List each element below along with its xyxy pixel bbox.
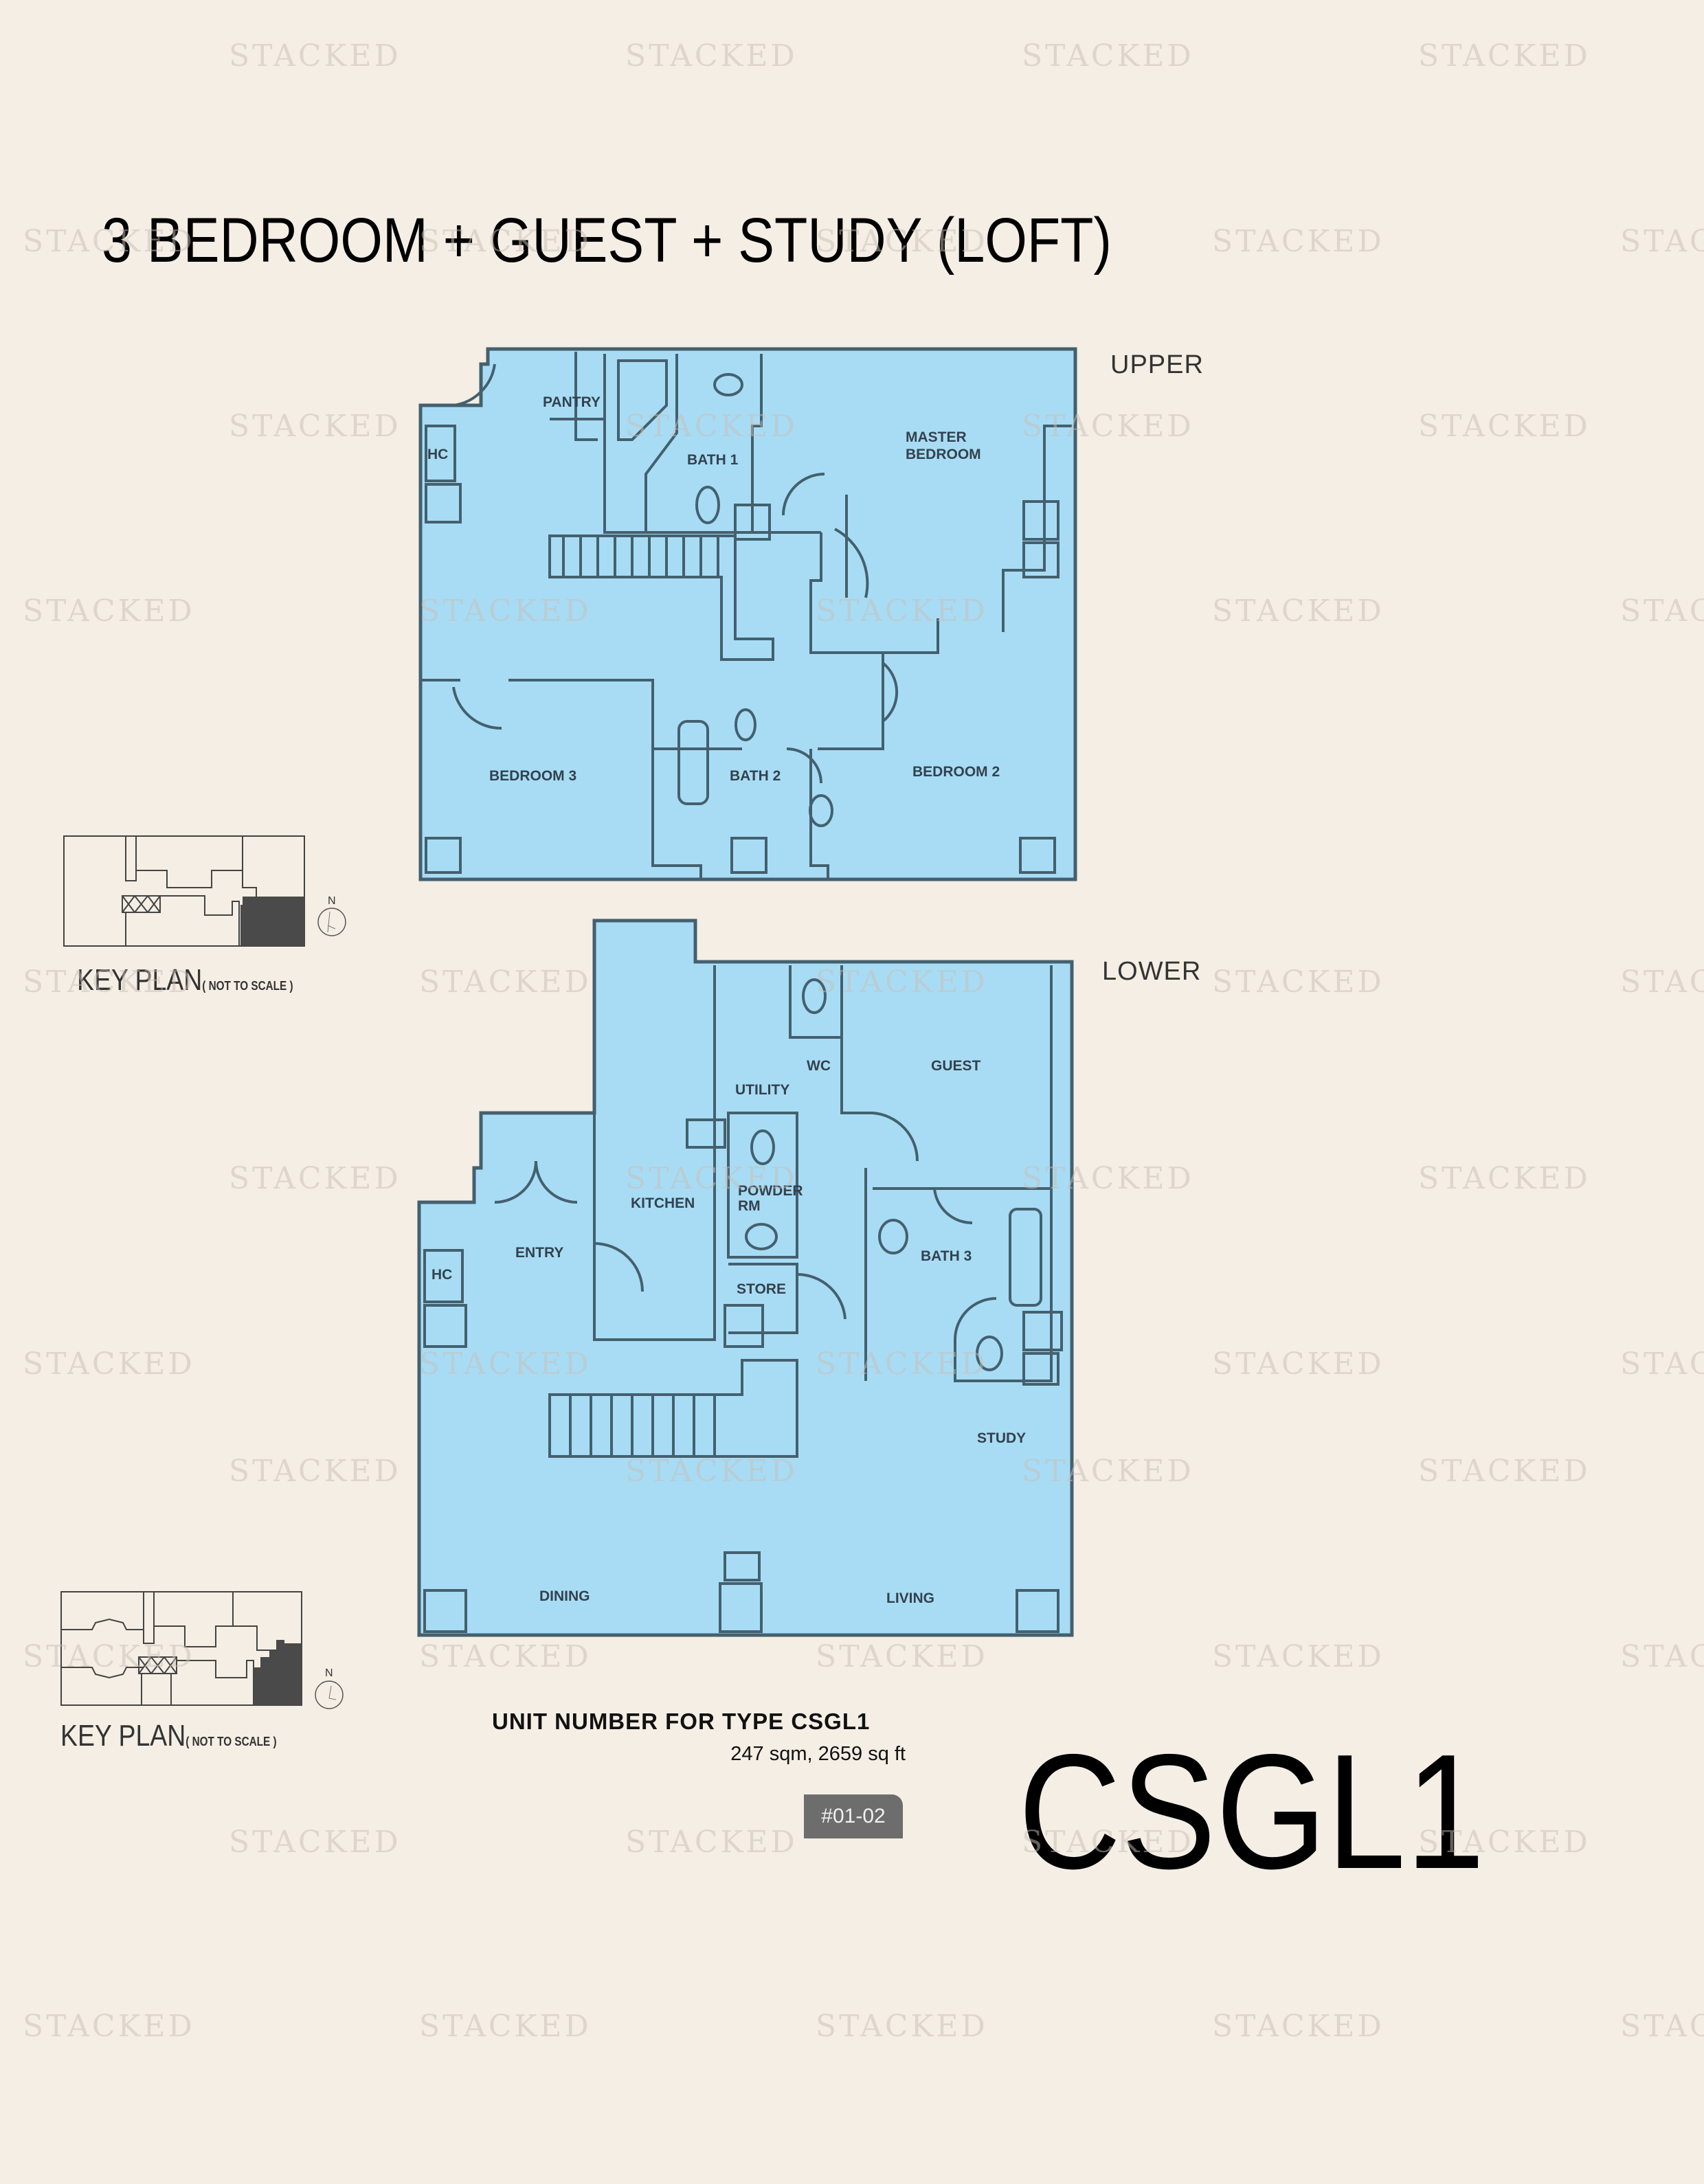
watermark-text: STACKED <box>1418 409 1591 444</box>
watermark-text: STACKED <box>229 1825 401 1860</box>
key-plan-caption: KEY PLAN( NOT TO SCALE ) <box>60 1719 277 1753</box>
watermark-text: STACKED <box>1418 1161 1591 1196</box>
watermark-text: STACKED <box>23 1347 195 1382</box>
key-plan-diagram: N <box>60 1591 344 1709</box>
watermark-text: STACKED <box>1620 224 1704 259</box>
watermark-text: STACKED <box>1212 1639 1384 1674</box>
room-label-hc-lower: HC <box>431 1267 452 1283</box>
page-title: 3 BEDROOM + GUEST + STUDY (LOFT) <box>102 205 1112 275</box>
room-label-bath3: BATH 3 <box>921 1248 972 1264</box>
north-arrow-icon <box>317 908 346 936</box>
key-plan-title: KEY PLAN <box>77 963 203 997</box>
watermark-text: STACKED <box>1620 2009 1704 2044</box>
room-label-store: STORE <box>737 1281 786 1297</box>
unit-type-code: CSGL1 <box>1018 1721 1486 1903</box>
room-label-pantry: PANTRY <box>543 394 601 410</box>
unit-area: 247 sqm, 2659 sq ft <box>730 1743 906 1765</box>
watermark-text: STACKED <box>1418 1454 1591 1489</box>
key-plan-note: ( NOT TO SCALE ) <box>186 1735 277 1748</box>
watermark-text: STACKED <box>1212 2009 1384 2044</box>
key-plan-caption: KEY PLAN( NOT TO SCALE ) <box>77 963 293 998</box>
key-plan-diagram: N <box>63 835 346 947</box>
room-label-bedroom3: BEDROOM 3 <box>489 768 576 784</box>
north-arrow-icon <box>315 1680 344 1709</box>
watermark-text: STACKED <box>625 38 798 74</box>
watermark-text: STACKED <box>1212 1347 1384 1382</box>
watermark-text: STACKED <box>1620 965 1704 1000</box>
watermark-text: STACKED <box>229 38 401 74</box>
watermark-text: STACKED <box>1620 594 1704 629</box>
lower-floor-label: LOWER <box>1102 957 1202 986</box>
watermark-text: STACKED <box>23 594 195 629</box>
watermark-text: STACKED <box>1620 1347 1704 1382</box>
key-plan-title: KEY PLAN <box>60 1719 186 1753</box>
room-label-master-line2: BEDROOM <box>906 447 981 462</box>
watermark-text: STACKED <box>23 2009 195 2044</box>
watermark-text: STACKED <box>1212 965 1384 1000</box>
room-label-bedroom2: BEDROOM 2 <box>912 764 1000 780</box>
room-label-kitchen: KITCHEN <box>631 1195 695 1211</box>
room-label-powder-line1: POWDER <box>738 1183 803 1199</box>
upper-floor-label: UPPER <box>1110 350 1204 379</box>
north-label: N <box>325 1667 333 1679</box>
room-label-dining: DINING <box>539 1588 590 1604</box>
watermark-text: STACKED <box>229 1161 401 1196</box>
watermark-text: STACKED <box>816 2009 988 2044</box>
watermark-text: STACKED <box>229 409 401 444</box>
watermark-text: STACKED <box>1620 1639 1704 1674</box>
room-label-master-line1: MASTER <box>906 429 967 445</box>
north-label: N <box>328 895 336 907</box>
lower-floor-plan: WC UTILITY GUEST KITCHEN POWDER RM ENTRY… <box>417 919 1074 1637</box>
room-label-bath1: BATH 1 <box>687 452 739 468</box>
key-plan-note: ( NOT TO SCALE ) <box>202 979 293 993</box>
watermark-text: STACKED <box>1212 594 1384 629</box>
room-label-study: STUDY <box>977 1430 1026 1446</box>
room-label-bath2: BATH 2 <box>730 768 781 784</box>
key-plan-upper: N KEY PLAN( NOT TO SCALE ) <box>60 833 363 998</box>
room-label-hc-upper: HC <box>427 447 448 462</box>
room-label-powder-line2: RM <box>738 1198 761 1214</box>
watermark-text: STACKED <box>1212 224 1384 259</box>
watermark-text: STACKED <box>1022 38 1194 74</box>
watermark-text: STACKED <box>229 1454 401 1489</box>
room-label-living: LIVING <box>886 1590 934 1606</box>
room-label-wc: WC <box>807 1058 831 1074</box>
unit-number-badge: #01-02 <box>804 1794 903 1838</box>
room-label-entry: ENTRY <box>515 1245 563 1261</box>
room-label-utility: UTILITY <box>735 1082 789 1098</box>
key-plan-lower: N KEY PLAN( NOT TO SCALE ) <box>58 1588 360 1753</box>
room-label-guest: GUEST <box>931 1058 981 1074</box>
unit-number-heading: UNIT NUMBER FOR TYPE CSGL1 <box>492 1709 871 1734</box>
watermark-text: STACKED <box>419 2009 592 2044</box>
upper-floor-plan: PANTRY HC BATH 1 MASTER BEDROOM BEDROOM … <box>418 347 1077 881</box>
watermark-text: STACKED <box>1418 38 1591 74</box>
watermark-text: STACKED <box>625 1825 798 1860</box>
